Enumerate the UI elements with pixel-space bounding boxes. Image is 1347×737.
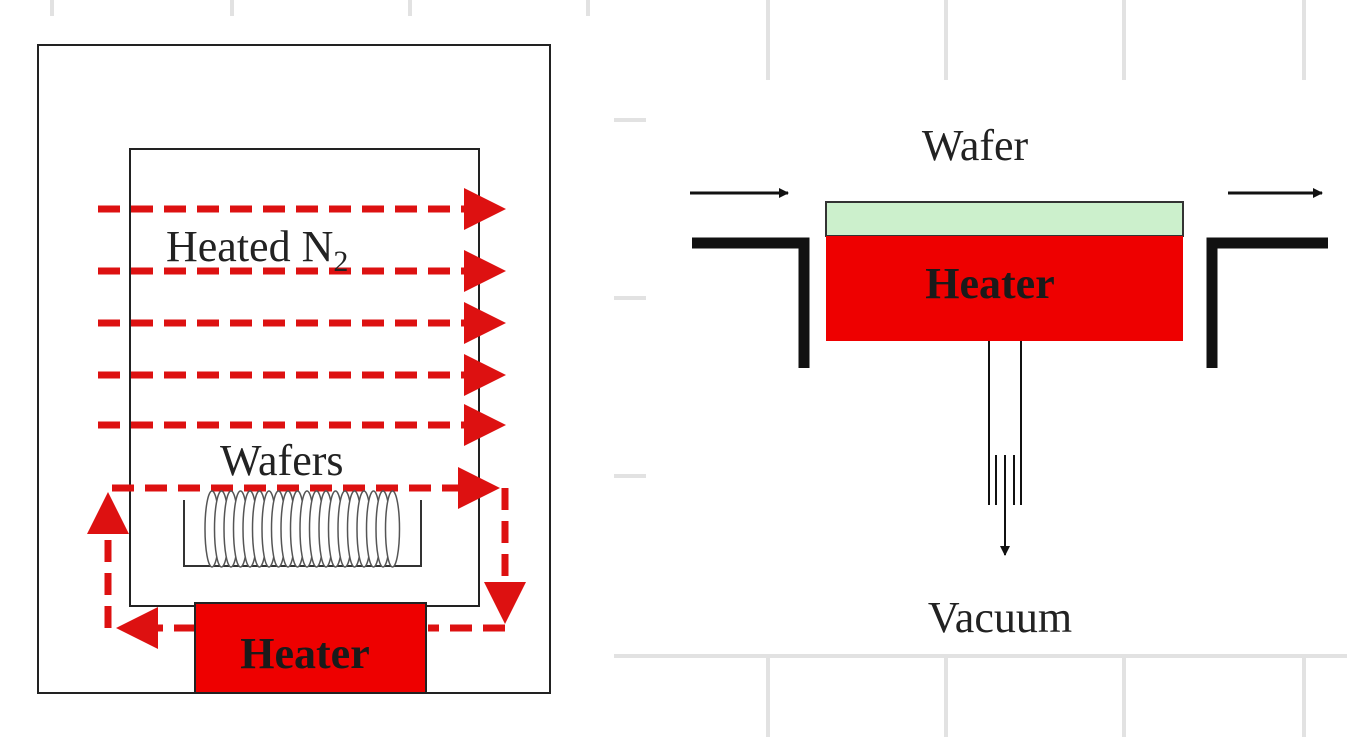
- oven-heater: [194, 602, 427, 694]
- right-chamber-wall: [1206, 237, 1328, 368]
- hotplate-heater-label: Heater: [925, 259, 1054, 308]
- oven-diagram: Heated N2 Wafers Heater: [37, 44, 551, 694]
- background-grid: [50, 0, 1347, 737]
- left-chamber-wall: [692, 237, 810, 368]
- wafer-label: Wafer: [922, 121, 1029, 170]
- vacuum-line: [988, 341, 1022, 556]
- hotplate-heater: [826, 236, 1183, 341]
- vacuum-label: Vacuum: [928, 593, 1072, 642]
- hotplate-diagram: Wafer Heater Vacuum: [690, 121, 1328, 642]
- wafer-stack: [183, 490, 422, 568]
- oven-heater-label: Heater: [240, 629, 369, 678]
- wafer-plate: [825, 201, 1184, 237]
- wafers-label: Wafers: [220, 436, 344, 485]
- recirculation-loop: [87, 467, 526, 649]
- wafer-disc: [384, 490, 401, 568]
- heated-n2-label: Heated N2: [166, 222, 348, 278]
